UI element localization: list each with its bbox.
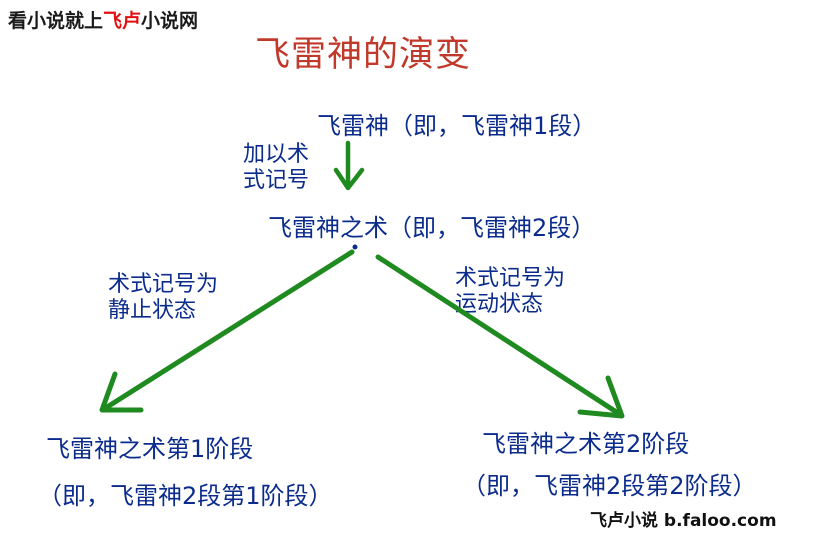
edge-label-top: 加以术 式记号 — [243, 142, 309, 194]
node-stage2-title: 飞雷神之术第2阶段 — [482, 430, 690, 458]
edge-label-right: 术式记号为 运动状态 — [455, 266, 565, 318]
diagram-title: 飞雷神的演变 — [255, 35, 472, 75]
node-stage2-subtitle: （即，飞雷神2段第2阶段） — [462, 472, 757, 500]
edge-label-left: 术式记号为 静止状态 — [108, 272, 218, 324]
top-watermark-suffix: 小说网 — [141, 10, 199, 32]
bottom-watermark: 飞卢小说 b.faloo.com — [590, 511, 777, 531]
top-watermark-prefix: 看小说就上 — [8, 10, 104, 32]
branch-point — [352, 244, 358, 250]
edge-label-left-line1: 术式记号为 — [108, 272, 219, 297]
node-stage1-title: 飞雷神之术第1阶段 — [46, 435, 254, 463]
edge-label-right-line1: 术式记号为 — [455, 266, 566, 291]
arrow-right-icon — [375, 254, 625, 419]
edge-label-right-line2: 运动状态 — [455, 292, 544, 317]
arrow-down-icon — [333, 140, 365, 191]
arrow-left-icon — [99, 249, 355, 413]
edge-label-left-line2: 静止状态 — [108, 298, 197, 323]
edge-label-top-line1: 加以术 — [243, 142, 310, 167]
node-feileishen: 飞雷神（即，飞雷神1段） — [317, 112, 597, 140]
node-feileishen-zhishu: 飞雷神之术（即，飞雷神2段） — [268, 214, 596, 242]
top-watermark: 看小说就上飞卢小说网 — [8, 6, 198, 33]
top-watermark-highlight: 飞卢 — [103, 10, 142, 32]
node-stage1-subtitle: （即，飞雷神2段第1阶段） — [38, 482, 333, 510]
edge-label-top-line2: 式记号 — [243, 168, 310, 193]
